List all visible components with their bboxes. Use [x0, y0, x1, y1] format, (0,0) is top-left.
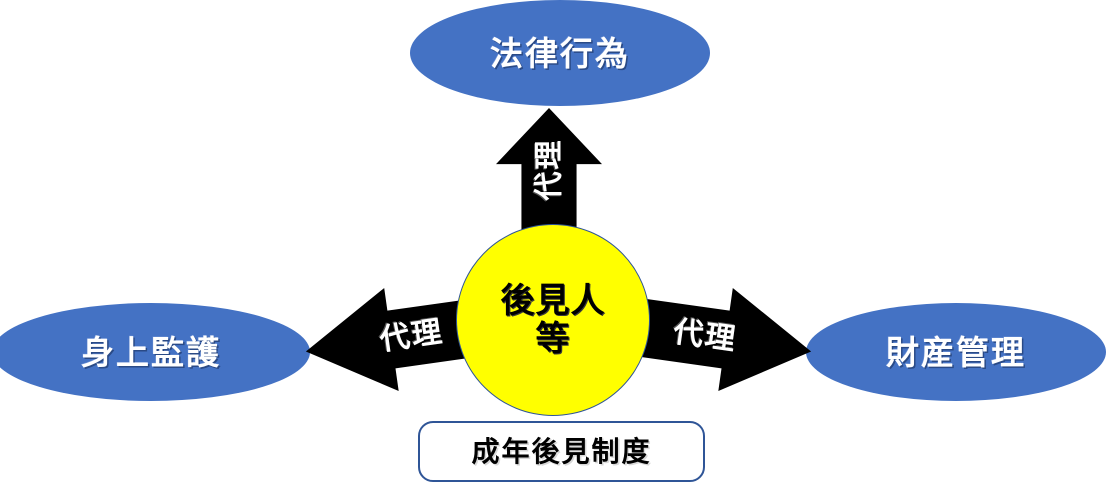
- node-guardian: 後見人 等: [456, 224, 650, 416]
- node-personal-guardianship: 身上監護: [0, 303, 310, 401]
- arrow-right-label: 代理: [671, 314, 740, 358]
- node-guardian-label-line1: 後見人: [500, 280, 606, 321]
- node-property-management: 財産管理: [806, 303, 1106, 401]
- arrow-left-label: 代理: [377, 314, 446, 358]
- arrow-up-label: 代理: [531, 137, 566, 201]
- node-legal-act-label: 法律行為: [490, 33, 630, 73]
- arrow-up-agency-icon: 代理: [496, 108, 602, 230]
- node-property-management-label: 財産管理: [886, 332, 1026, 372]
- arrow-right-agency-icon: 代理: [626, 275, 819, 403]
- node-legal-act: 法律行為: [410, 0, 710, 106]
- caption-box: 成年後見制度: [418, 421, 705, 482]
- caption-label: 成年後見制度: [471, 434, 652, 468]
- node-personal-guardianship-label: 身上監護: [81, 332, 221, 372]
- node-guardian-label-line2: 等: [535, 319, 571, 359]
